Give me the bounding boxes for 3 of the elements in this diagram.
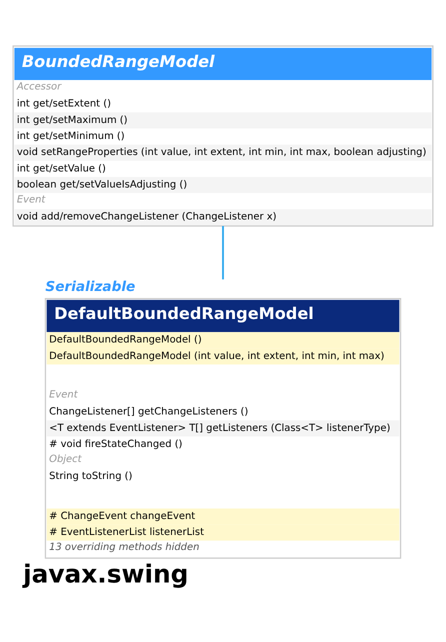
- node-label: Serializable: [45, 278, 136, 295]
- caption: javax.swing: [23, 559, 188, 588]
- connector: [222, 226, 224, 280]
